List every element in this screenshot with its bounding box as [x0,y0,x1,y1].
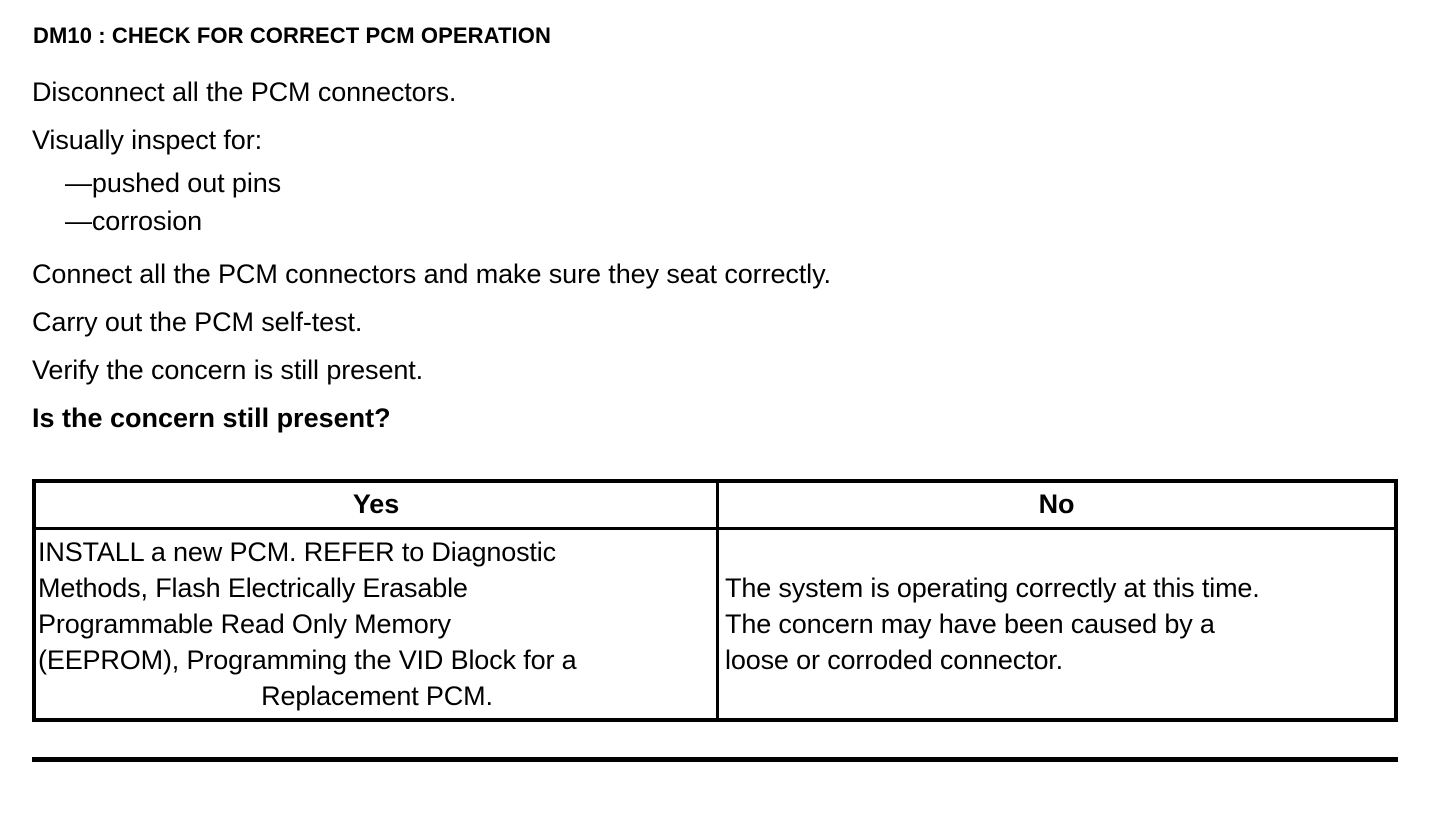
yes-action-line-4: (EEPROM), Programming the VID Block for … [38,645,577,675]
section-divider-rule [32,757,1398,762]
instruction-line-3: Connect all the PCM connectors and make … [32,259,831,289]
decision-question: Is the concern still present? [32,403,391,433]
decision-table: Yes No INSTALL a new PCM. REFER to Diagn… [32,479,1398,722]
no-action-line-1: The system is operating correctly at thi… [725,573,1260,603]
no-action-line-3: loose or corroded connector. [725,645,1064,675]
table-cell-no-action: The system is operating correctly at thi… [719,530,1394,718]
inspect-item-list: —pushed out pins —corrosion [32,164,1392,240]
table-row: INSTALL a new PCM. REFER to Diagnostic M… [36,530,1394,718]
page-title: DM10 : CHECK FOR CORRECT PCM OPERATION [33,23,551,48]
yes-action-line-3: Programmable Read Only Memory [38,609,451,639]
table-header-no: No [1038,489,1075,519]
instruction-line-2: Visually inspect for: [32,125,263,155]
instruction-line-4: Carry out the PCM self-test. [32,307,363,337]
inspect-item-pushed-out-pins: —pushed out pins [65,168,282,198]
instruction-line-1: Disconnect all the PCM connectors. [32,77,457,107]
table-cell-yes-action: INSTALL a new PCM. REFER to Diagnostic M… [36,530,719,718]
yes-action-line-5: Replacement PCM. [261,681,493,711]
table-header-row: Yes No [36,483,1394,530]
no-action-line-2: The concern may have been caused by a [725,609,1215,639]
yes-action-line-2: Methods, Flash Electrically Erasable [38,573,468,603]
instruction-block: Disconnect all the PCM connectors. Visua… [32,68,1392,442]
instruction-line-5: Verify the concern is still present. [32,355,424,385]
yes-action-line-1: INSTALL a new PCM. REFER to Diagnostic [38,537,556,567]
inspect-item-corrosion: —corrosion [65,206,203,236]
table-header-yes: Yes [36,483,719,527]
